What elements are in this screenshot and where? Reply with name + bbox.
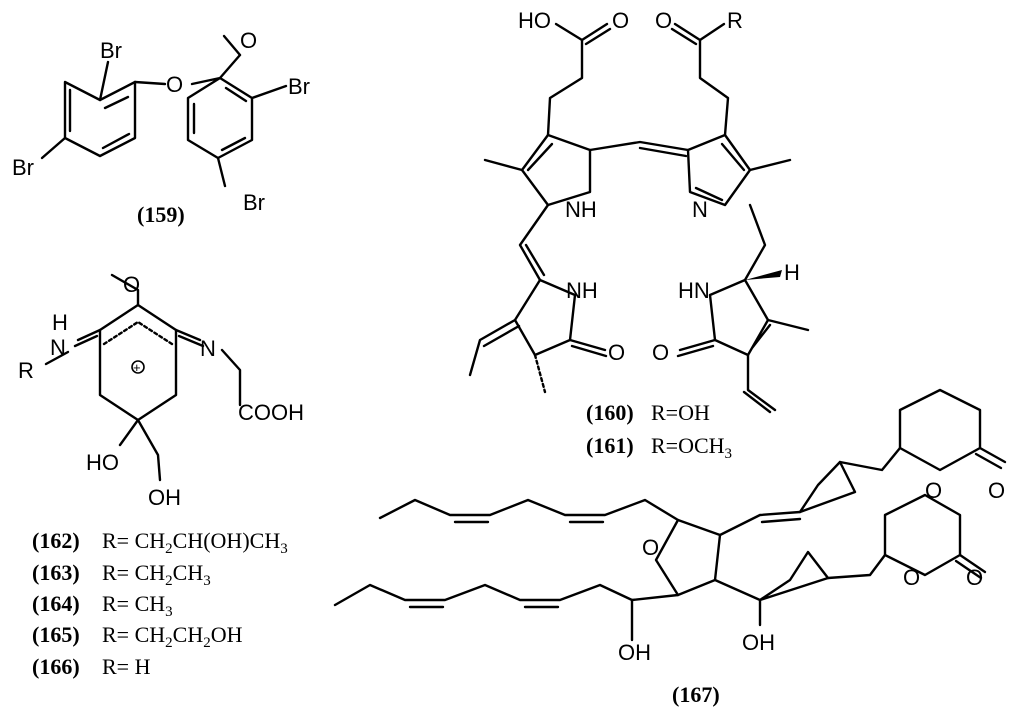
substituent-162: R= CH2CH(OH)CH3	[102, 528, 288, 557]
atom-br: Br	[12, 155, 34, 180]
compound-label-159: (159)	[137, 202, 185, 227]
compound-label-166: (166)	[32, 654, 80, 679]
atom-nh: NH	[565, 197, 597, 222]
compound-label-164: (164)	[32, 591, 80, 616]
compound-label-161: (161)	[586, 433, 634, 458]
group-cooh: COOH	[238, 400, 304, 425]
atom-hn: HN	[678, 278, 710, 303]
structure-167: O O O O O OH OH (167)	[333, 388, 1007, 707]
atom-br: Br	[243, 190, 265, 215]
group-ho: HO	[86, 450, 119, 475]
atom-o: O	[123, 272, 140, 297]
atom-br: Br	[288, 74, 310, 99]
substituent-165: R= CH2CH2OH	[102, 622, 243, 651]
atom-o: O	[988, 478, 1005, 503]
substituent-163: R= CH2CH3	[102, 560, 211, 589]
compound-label-165: (165)	[32, 622, 80, 647]
group-oh: OH	[742, 630, 775, 655]
atom-o: O	[966, 565, 983, 590]
group-oh: OH	[148, 485, 181, 510]
substituent-166: R= H	[102, 654, 151, 679]
atom-o: O	[612, 8, 629, 33]
substituent-161: R=OCH3	[651, 433, 732, 462]
atom-h: H	[784, 260, 800, 285]
atom-o: O	[652, 340, 669, 365]
atom-o: O	[240, 28, 257, 53]
group-oh: OH	[618, 640, 651, 665]
compound-label-167: (167)	[672, 682, 720, 707]
atom-br: Br	[100, 38, 122, 63]
atom-o: O	[655, 8, 672, 33]
atom-r: R	[727, 8, 743, 33]
structure-160-161: HO O O R NH N NH HN H O O (160) R=OH (16…	[468, 8, 810, 462]
structure-159: Br Br O O Br Br (159)	[12, 28, 310, 227]
compound-label-162: (162)	[32, 528, 80, 553]
group-ho: HO	[518, 8, 551, 33]
atom-n: N	[692, 197, 708, 222]
substituent-160: R=OH	[651, 400, 710, 425]
structure-162-166: + O H N R N COOH HO OH (162) R= CH2CH(OH…	[18, 272, 304, 679]
atom-o: O	[642, 535, 659, 560]
atom-o: O	[903, 565, 920, 590]
atom-n: N	[200, 336, 216, 361]
atom-n: N	[50, 335, 66, 360]
compound-label-163: (163)	[32, 560, 80, 585]
atom-o: O	[608, 340, 625, 365]
atom-h: H	[52, 310, 68, 335]
positive-charge: +	[133, 360, 141, 375]
atom-o: O	[166, 72, 183, 97]
atom-nh: NH	[566, 278, 598, 303]
compound-label-160: (160)	[586, 400, 634, 425]
atom-o: O	[925, 478, 942, 503]
substituent-164: R= CH3	[102, 591, 173, 620]
atom-r: R	[18, 358, 34, 383]
